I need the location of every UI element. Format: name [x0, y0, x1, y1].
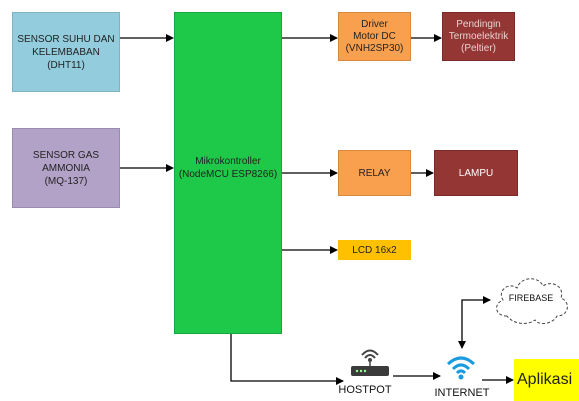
- block-dht11-label: SENSOR SUHU DAN KELEMBABAN (DHT11): [17, 33, 115, 71]
- block-dht11: SENSOR SUHU DAN KELEMBABAN (DHT11): [12, 12, 120, 92]
- block-relay-label: RELAY: [358, 167, 391, 179]
- block-nodemcu-label: Mikrokontroller (NodeMCU ESP8266): [178, 156, 278, 180]
- wifi-icon: [446, 356, 476, 380]
- cloud-icon: [496, 278, 568, 324]
- internet-label: INTERNET: [434, 387, 490, 399]
- router-icon: [351, 349, 389, 376]
- block-mq137-label: SENSOR GAS AMMONIA (MQ-137): [32, 149, 100, 187]
- block-peltier-label: Pendingin Termoelektrik (Peltier): [448, 18, 509, 54]
- block-lampu-label: LAMPU: [458, 167, 494, 179]
- arrow-mcu-to-hostpot: [230, 334, 344, 385]
- block-nodemcu: Mikrokontroller (NodeMCU ESP8266): [174, 12, 282, 334]
- block-mq137: SENSOR GAS AMMONIA (MQ-137): [12, 128, 120, 208]
- firebase-label: FIREBASE: [508, 293, 554, 303]
- block-relay: RELAY: [338, 150, 411, 196]
- block-aplikasi-label: Aplikasi: [517, 371, 573, 388]
- block-driver-motor-label: Driver Motor DC (VNH2SP30): [345, 18, 404, 54]
- block-driver-motor: Driver Motor DC (VNH2SP30): [338, 12, 411, 61]
- block-aplikasi: Aplikasi: [514, 359, 579, 401]
- block-lcd: LCD 16x2: [338, 240, 411, 260]
- arrow-internet-firebase: [458, 296, 491, 349]
- block-lampu: LAMPU: [434, 150, 518, 196]
- block-peltier: Pendingin Termoelektrik (Peltier): [442, 12, 515, 61]
- hostpot-label: HOSTPOT: [338, 384, 392, 396]
- block-lcd-label: LCD 16x2: [352, 244, 397, 256]
